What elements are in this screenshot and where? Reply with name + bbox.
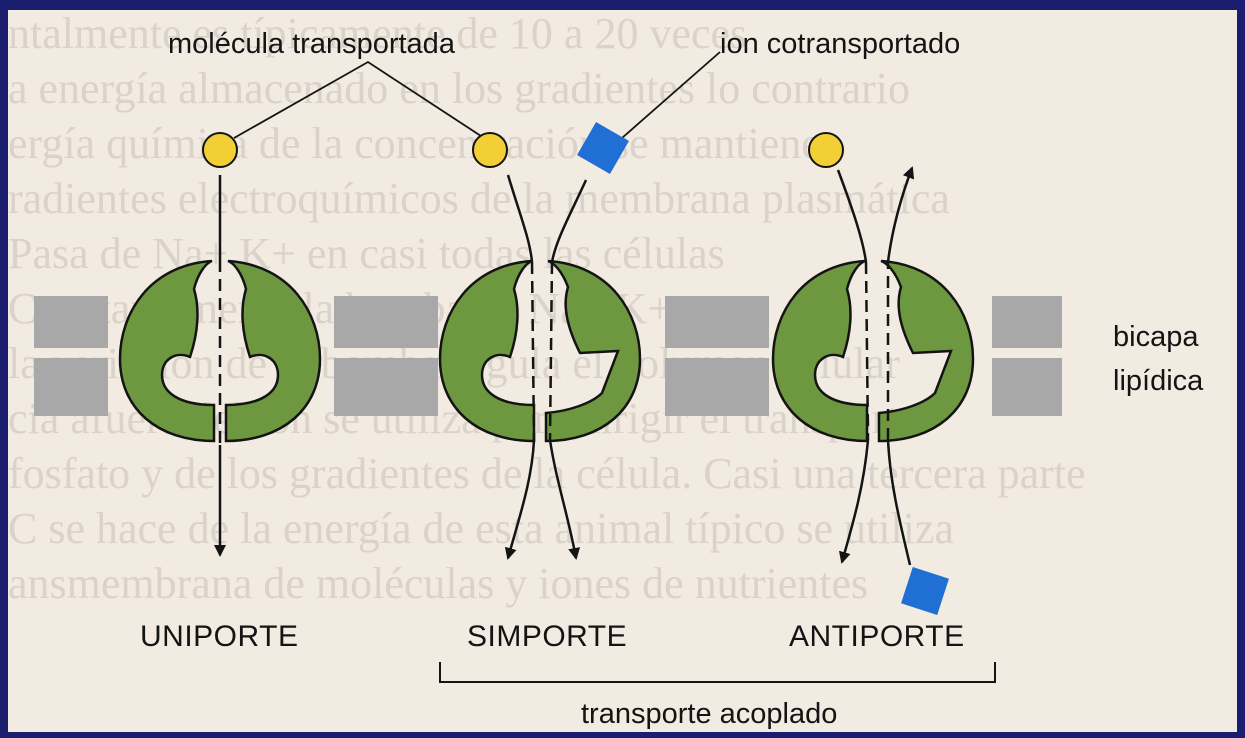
coupled-transport-bracket <box>440 662 995 682</box>
transported-molecule-uniport <box>203 133 237 167</box>
antiport-arrows <box>838 168 912 565</box>
symport-arrows <box>508 175 586 558</box>
uniport-label: UNIPORTE <box>140 620 298 653</box>
bilayer-block <box>334 296 438 348</box>
transported-molecule-symport <box>473 133 507 167</box>
lipid-bilayer-label-line2: lipídica <box>1113 365 1204 397</box>
bilayer-block <box>992 296 1062 348</box>
antiporter-protein <box>773 261 973 441</box>
bilayer-block <box>665 296 769 348</box>
bilayer-block <box>334 358 438 416</box>
cotransported-ion-label: ion cotransportado <box>720 28 960 60</box>
coupled-transport-label: transporte acoplado <box>581 698 837 730</box>
bilayer-block <box>34 358 108 416</box>
cotransported-ion-antiport <box>901 567 949 615</box>
antiport-label: ANTIPORTE <box>789 620 965 653</box>
transported-molecule-antiport <box>809 133 843 167</box>
transported-molecule-label: molécula transportada <box>168 28 456 60</box>
transport-diagram: molécula transportada ion cotransportado… <box>8 10 1237 732</box>
bilayer-block <box>665 358 769 416</box>
bilayer-block <box>34 296 108 348</box>
label-leader-lines <box>234 52 720 138</box>
bilayer-block <box>992 358 1062 416</box>
symport-label: SIMPORTE <box>467 620 627 653</box>
cotransported-ion-symport <box>577 122 629 174</box>
lipid-bilayer-label-line1: bicapa <box>1113 321 1199 353</box>
figure-panel: ntalmente es típicamente de 10 a 20 vece… <box>8 10 1237 732</box>
symporter-protein <box>440 261 640 441</box>
